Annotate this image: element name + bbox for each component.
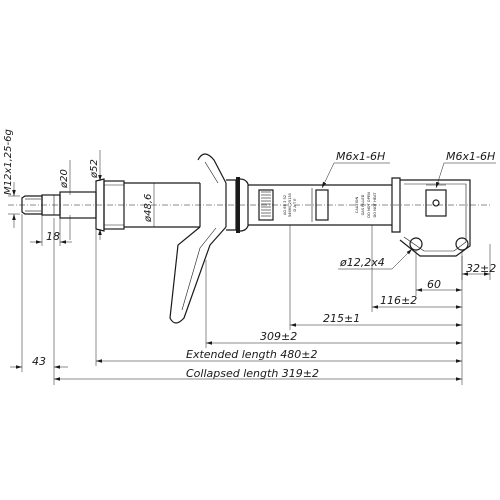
dim-extended-length: Extended length 480±2	[95, 230, 462, 366]
dim-43-label: 43	[32, 355, 46, 368]
collar	[226, 177, 249, 233]
part-line-2: 54660-25150	[288, 192, 292, 217]
part-line-3: D A T E	[293, 198, 297, 212]
main-tube	[124, 182, 201, 228]
dim-collapsed-length: Collapsed length 319±2	[53, 218, 463, 385]
thread-main-label: M12x1,25-6g	[3, 129, 14, 195]
thread-m6-right-label: M6x1-6H	[446, 150, 495, 163]
caution-line-1: CAUTION	[355, 197, 359, 214]
dim-116: 116±2	[371, 225, 462, 312]
dim-dia-48-6: ø48,6	[143, 183, 155, 227]
dim-dia-20: ø20	[59, 160, 71, 240]
dim-215: 215±1	[289, 225, 462, 330]
dim-60: 60	[415, 250, 462, 296]
upper-cap	[95, 178, 125, 232]
thread-m6-right-callout: M6x1-6H	[435, 150, 496, 189]
dia-12-2x4-label: ø12,2x4	[339, 256, 385, 269]
caution-line-3: DO NOT OPEN	[367, 192, 371, 218]
part-number-text: AG 88 3 52 54660-25150 D A T E	[283, 192, 297, 217]
dim-116-label: 116±2	[380, 294, 417, 307]
dia-48-6-label: ø48,6	[143, 194, 154, 223]
thread-m6-left-label: M6x1-6H	[336, 150, 385, 163]
dim-43: 43	[10, 214, 68, 372]
extended-length-label: Extended length 480±2	[186, 348, 318, 361]
dia-12-2x4-callout: ø12,2x4	[338, 248, 413, 270]
caution-line-2: GAS FILLED	[361, 194, 365, 215]
caution-line-4: DO NOT HEAT	[373, 192, 377, 218]
dim-215-label: 215±1	[323, 312, 360, 325]
part-line-1: AG 88 3 52	[283, 195, 287, 215]
clevis-bracket	[391, 177, 471, 257]
thread-m6-left-callout: M6x1-6H	[321, 150, 390, 189]
spring-seat-bracket	[169, 153, 227, 324]
dim-309: 309±2	[205, 260, 462, 348]
dim-32-label: 32±2	[466, 262, 496, 275]
dim-dia-52: ø52	[89, 150, 102, 240]
dim-18-label: 18	[46, 230, 60, 243]
dim-60-label: 60	[427, 278, 441, 291]
dim-thread-main: M12x1,25-6g	[3, 129, 20, 228]
lower-tube	[248, 184, 392, 226]
dim-18: 18	[30, 215, 72, 246]
dim-32: 32±2	[461, 244, 496, 280]
caution-text: CAUTION GAS FILLED DO NOT OPEN DO NOT HE…	[355, 192, 377, 218]
collapsed-length-label: Collapsed length 319±2	[186, 367, 319, 380]
dia-20-label: ø20	[59, 169, 70, 189]
dim-309-label: 309±2	[260, 330, 297, 343]
dia-52-label: ø52	[89, 159, 100, 179]
